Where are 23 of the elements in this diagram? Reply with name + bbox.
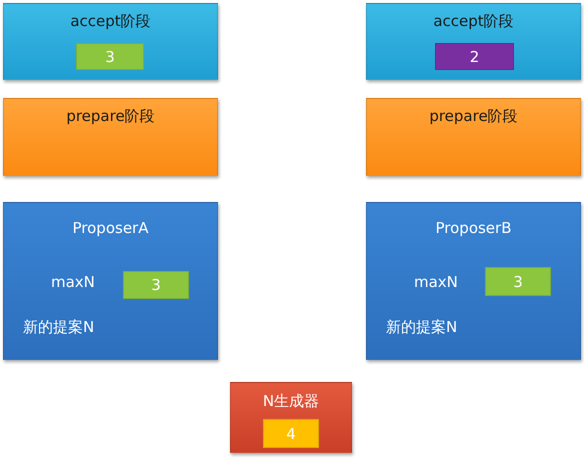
box-title: prepare阶段	[66, 107, 155, 125]
box-title: N生成器	[262, 392, 320, 410]
accept-phase-box	[366, 3, 581, 80]
field-label: maxN	[414, 273, 458, 291]
field-label: 新的提案N	[386, 318, 458, 336]
field-label: maxN	[51, 273, 95, 291]
box-title: ProposerA	[72, 219, 148, 237]
generator-box	[230, 382, 352, 453]
box-title: accept阶段	[433, 12, 514, 30]
value-cell: 3	[485, 267, 551, 296]
prepare-phase-box	[366, 98, 581, 176]
value-cell: 3	[123, 271, 189, 299]
box-title: ProposerB	[436, 219, 512, 237]
box-title: prepare阶段	[429, 107, 518, 125]
field-label: 新的提案N	[23, 318, 94, 336]
value-cell: 4	[263, 419, 319, 448]
box-title: accept阶段	[70, 12, 151, 30]
accept-phase-box	[3, 3, 218, 80]
proposer-box	[366, 202, 581, 360]
proposer-box	[3, 202, 218, 360]
value-cell: 3	[76, 43, 144, 70]
value-cell: 2	[435, 43, 514, 70]
prepare-phase-box	[3, 98, 218, 176]
